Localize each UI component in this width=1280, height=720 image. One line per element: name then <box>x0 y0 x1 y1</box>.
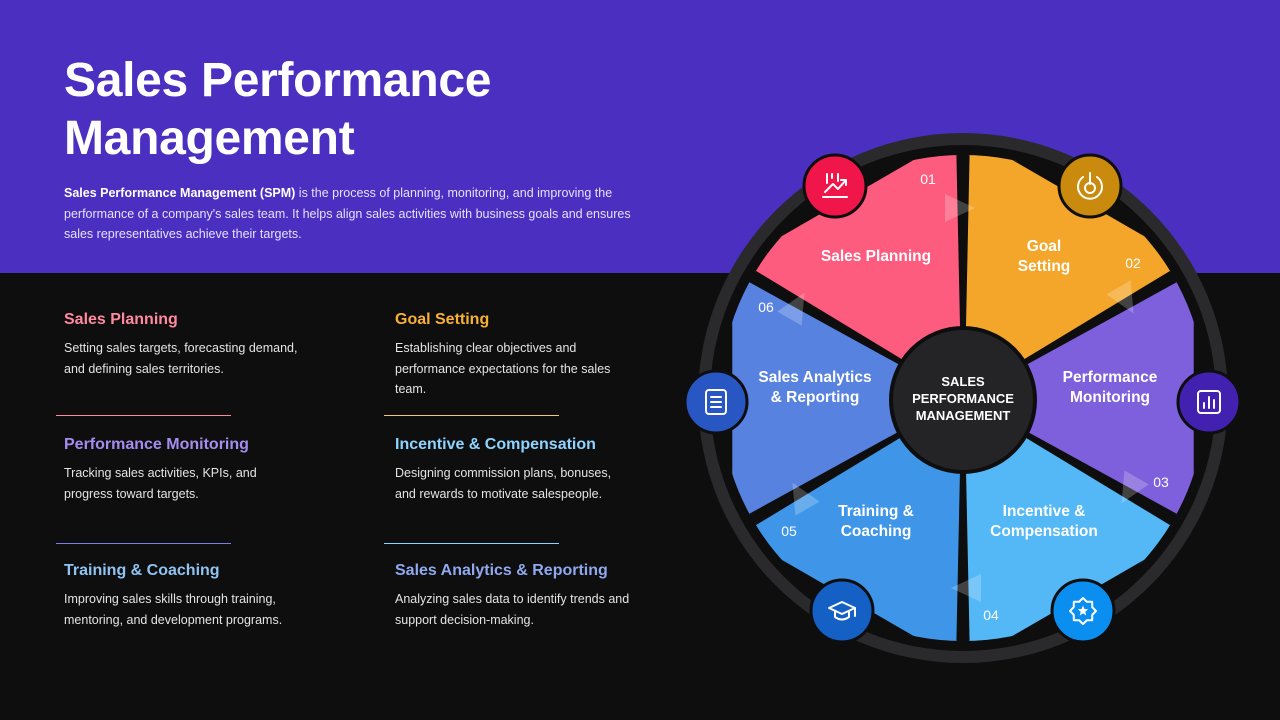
item-title: Incentive & Compensation <box>395 436 596 453</box>
wheel-segment-labels: Sales Planning GoalSettingPerformanceMoni… <box>758 238 1157 540</box>
page-title: Sales Performance Management <box>64 54 492 165</box>
item-title: Sales Planning <box>64 311 178 328</box>
segment-number: 06 <box>758 299 774 315</box>
document-list-icon <box>683 369 749 435</box>
item-sales-analytics: Sales Analytics & Reporting Analyzing sa… <box>395 561 675 630</box>
item-desc: Tracking sales activities, KPIs, and pro… <box>64 466 257 501</box>
segment-label-incentive-compensation: Compensation <box>990 523 1098 540</box>
wheel-center-circle <box>889 326 1037 474</box>
flow-arrow <box>792 482 820 516</box>
item-performance-monitoring: Performance Monitoring Tracking sales ac… <box>64 435 344 504</box>
intro-text: Sales Performance Management (SPM) is th… <box>64 183 649 245</box>
item-title: Goal Setting <box>395 311 490 328</box>
segment-number: 03 <box>1153 474 1169 490</box>
segment-number: 02 <box>1125 255 1141 271</box>
wheel-arrows <box>777 194 1149 602</box>
segment-label-sales-analytics: Sales Analytics <box>758 369 871 386</box>
flow-arrow <box>945 194 975 222</box>
center-label-line-2: PERFORMANCE <box>912 391 1014 406</box>
item-training-coaching: Training & Coaching Improving sales skil… <box>64 561 344 630</box>
divider <box>384 415 559 416</box>
segment-label-sales-analytics: & Reporting <box>771 389 860 406</box>
graduation-cap-icon <box>809 578 875 644</box>
item-desc: Designing commission plans, bonuses, and… <box>395 466 612 501</box>
intro-rest: is the process of planning, monitoring, … <box>64 186 631 241</box>
power-target-icon <box>1057 153 1123 219</box>
item-desc: Analyzing sales data to identify trends … <box>395 592 630 627</box>
divider <box>56 415 231 416</box>
divider <box>384 543 559 544</box>
star-badge-icon <box>1050 578 1116 644</box>
flow-arrow <box>777 292 805 326</box>
segment-label-performance-monitoring: Performance <box>1063 369 1158 386</box>
wheel-icons <box>683 153 1242 644</box>
item-incentive-compensation: Incentive & Compensation Designing commi… <box>395 435 675 504</box>
item-title: Sales Analytics & Reporting <box>395 562 608 579</box>
flow-arrow <box>1106 280 1134 314</box>
wheel-segments <box>729 155 1197 641</box>
segment-label-training-coaching: Coaching <box>841 523 912 540</box>
segment-number: 04 <box>983 607 999 623</box>
segment-label-goal-setting: Setting <box>1018 258 1071 275</box>
segment-label-sales-planning: Sales Planning <box>821 248 931 265</box>
wheel-segment-numbers: 01 02 03 04 05 06 <box>758 171 1169 623</box>
flow-arrow <box>951 574 981 602</box>
item-desc: Setting sales targets, forecasting deman… <box>64 341 298 376</box>
segment-label-performance-monitoring: Monitoring <box>1070 389 1150 406</box>
segment-number: 05 <box>781 523 797 539</box>
item-title: Training & Coaching <box>64 562 220 579</box>
segment-label-incentive-compensation: Incentive & <box>1003 503 1086 520</box>
flow-arrow <box>1121 470 1149 504</box>
divider <box>56 543 231 544</box>
item-title: Performance Monitoring <box>64 436 249 453</box>
segment-label-goal-setting: Goal <box>1027 238 1061 255</box>
item-desc: Improving sales skills through training,… <box>64 592 283 627</box>
item-goal-setting: Goal Setting Establishing clear objectiv… <box>395 310 675 400</box>
center-label-line-1: SALES <box>941 374 985 389</box>
bar-report-icon <box>1176 369 1242 435</box>
segment-number: 01 <box>920 171 936 187</box>
intro-bold: Sales Performance Management (SPM) <box>64 186 296 200</box>
center-label-line-3: MANAGEMENT <box>916 408 1011 423</box>
segment-label-training-coaching: Training & <box>838 503 914 520</box>
item-desc: Establishing clear objectives and perfor… <box>395 341 611 396</box>
chart-growth-icon <box>802 153 868 219</box>
item-sales-planning: Sales Planning Setting sales targets, fo… <box>64 310 344 379</box>
